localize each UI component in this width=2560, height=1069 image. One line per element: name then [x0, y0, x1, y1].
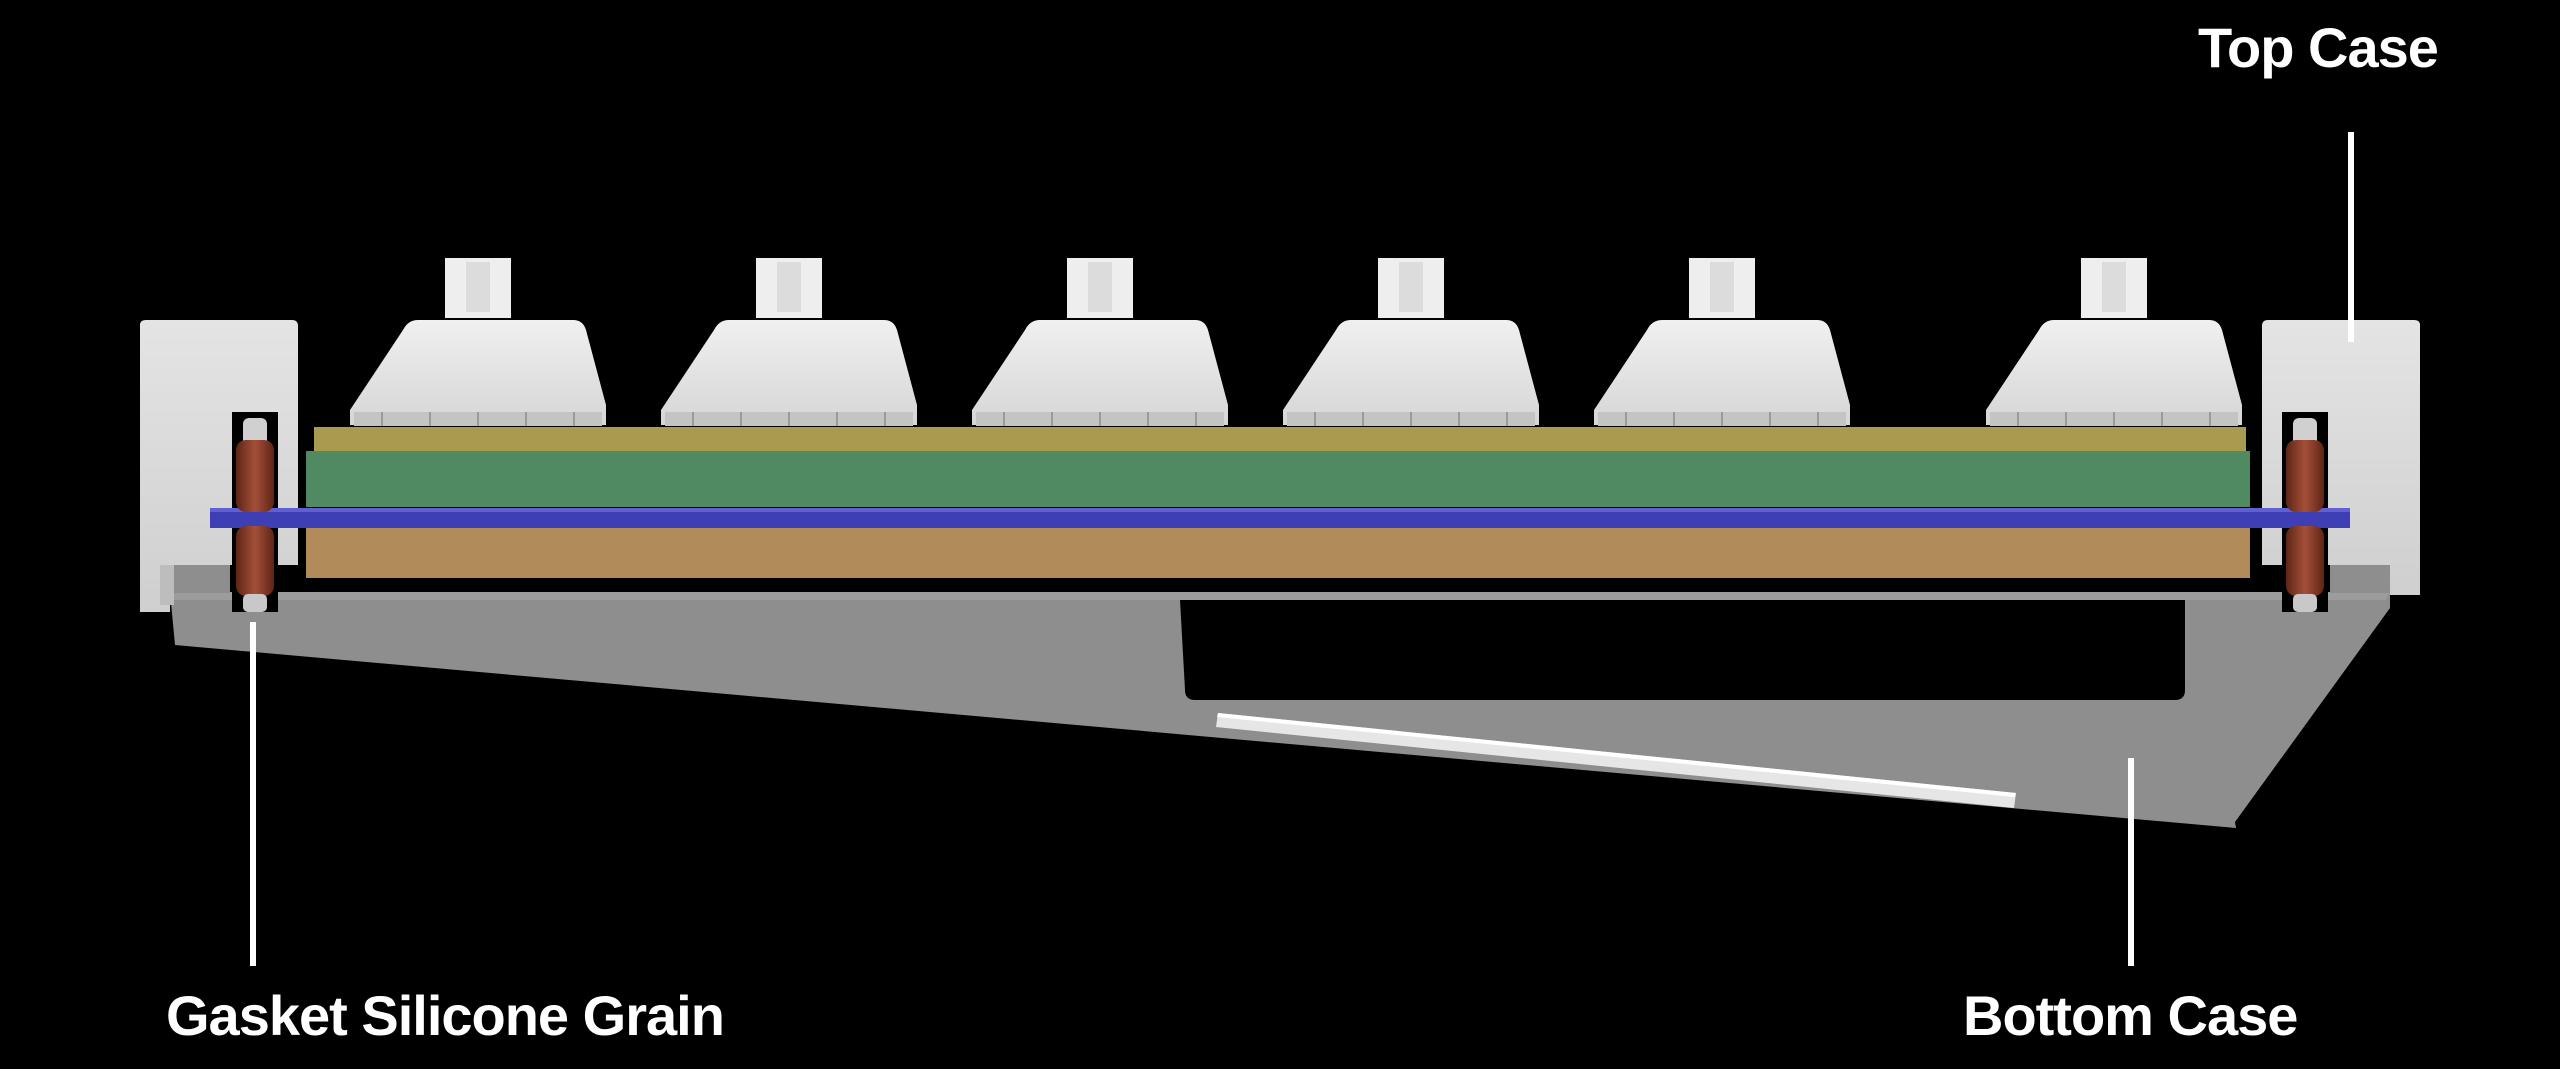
switch-5: [1594, 258, 1850, 426]
switch-6: [1986, 258, 2242, 426]
gasket-label: Gasket Silicone Grain: [166, 984, 725, 1047]
switches-group: [350, 258, 2242, 426]
blue-layer: [210, 508, 2350, 528]
bottom-strip: [1216, 713, 2016, 808]
bottom-case: [170, 565, 2390, 828]
gasket-left: [236, 418, 274, 612]
bottom-foam: [306, 528, 2250, 578]
switch-2: [661, 258, 917, 426]
switch-1: [350, 258, 606, 426]
gasket-right: [2286, 418, 2324, 612]
switch-4: [1283, 258, 1539, 426]
bottom-case-label: Bottom Case: [1963, 984, 2298, 1047]
plate-foam: [306, 451, 2250, 507]
switch-3: [972, 258, 1228, 426]
pcb-layer: [314, 427, 2246, 453]
pcb-plate-stack: [210, 427, 2350, 578]
top-case-label: Top Case: [2198, 16, 2439, 79]
